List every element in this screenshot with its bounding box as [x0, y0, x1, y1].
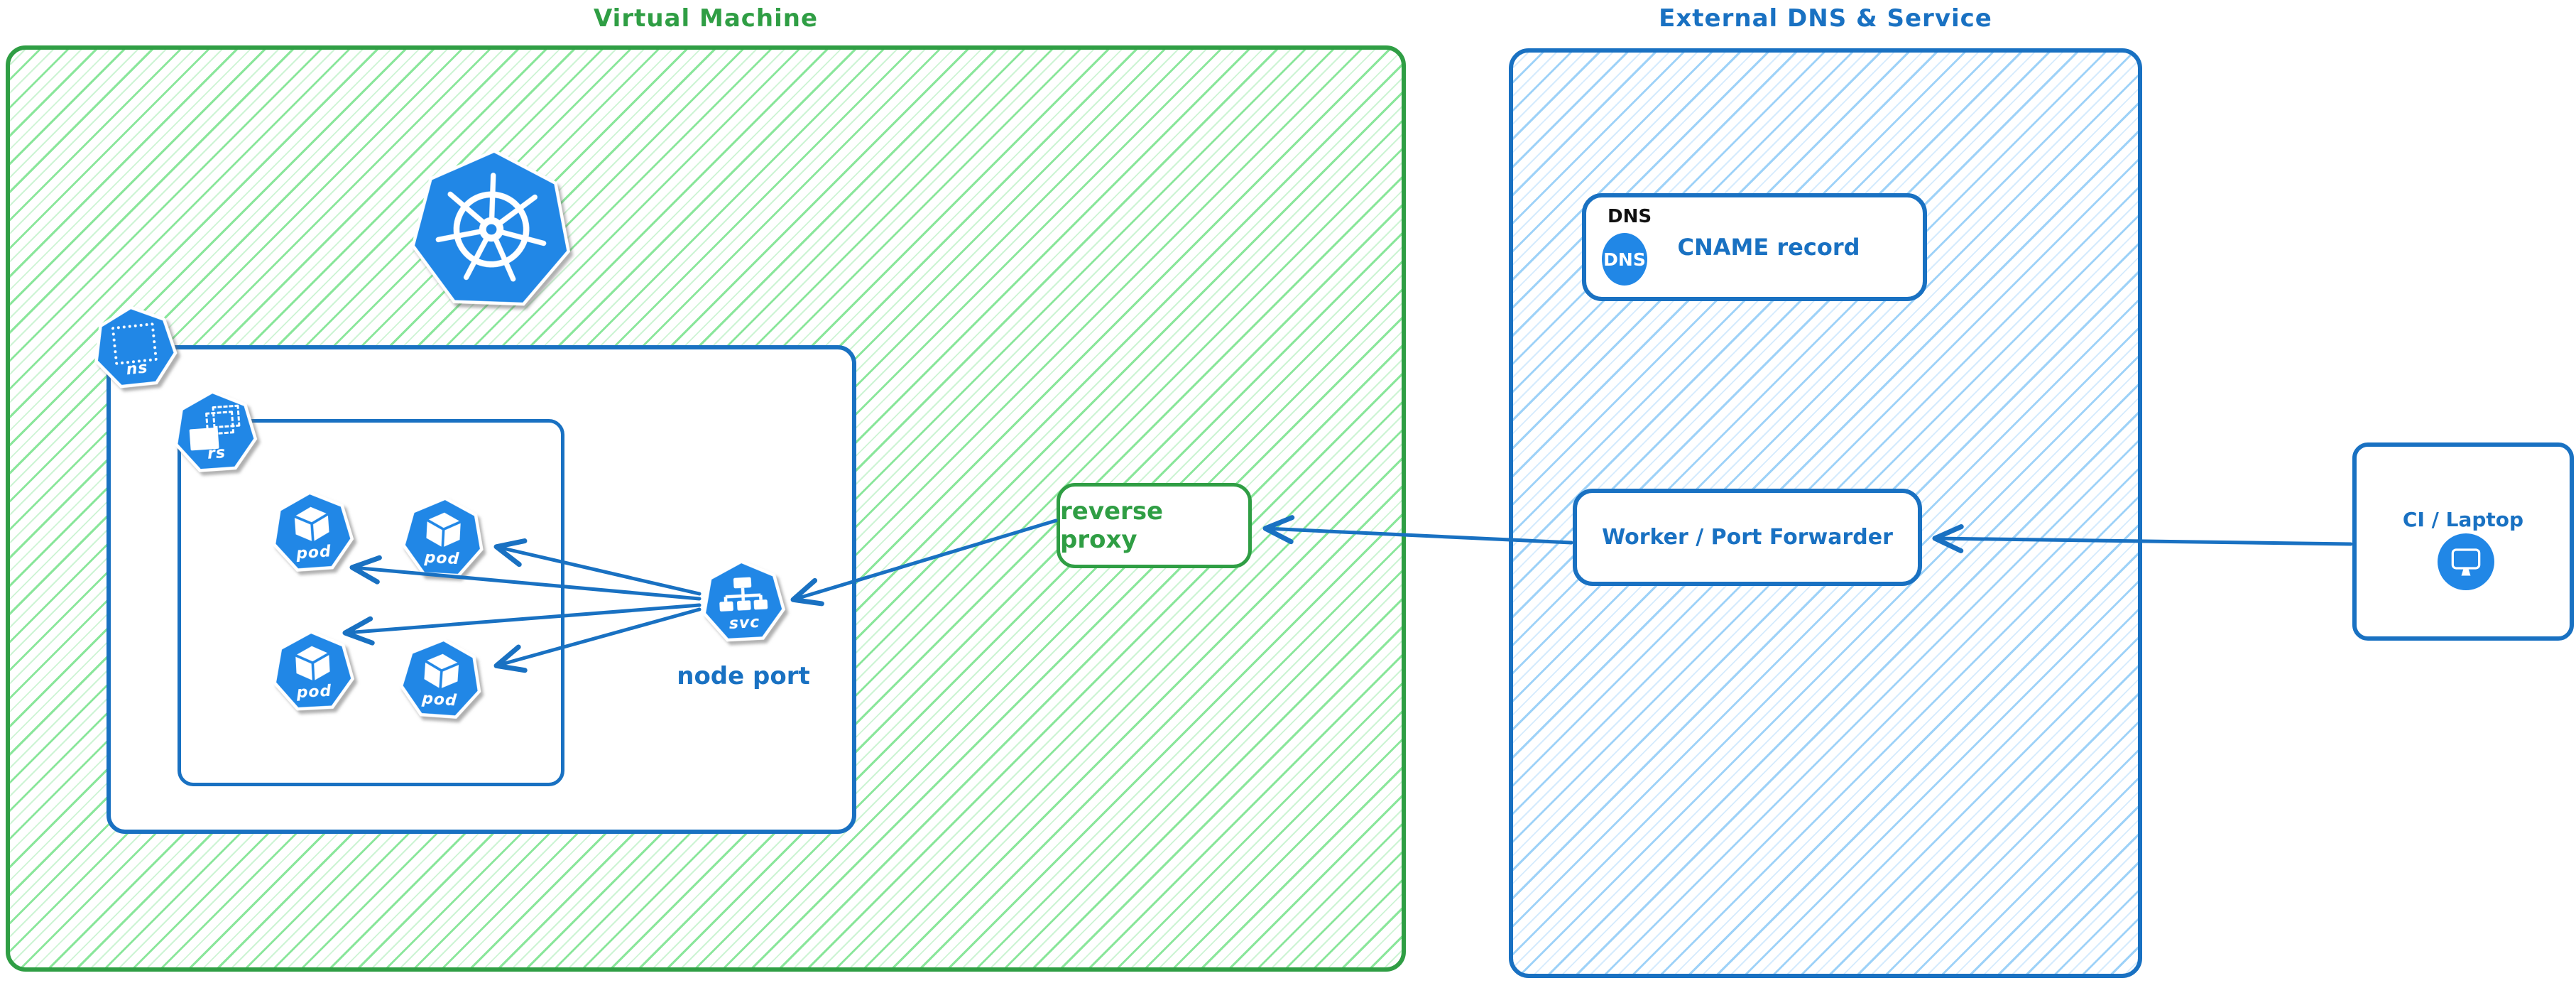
pod-icon-label: pod: [421, 690, 458, 710]
ci-laptop-label: CI / Laptop: [2402, 508, 2524, 531]
replicaset-box: [178, 419, 564, 786]
node-port-label: node port: [677, 662, 810, 690]
cname-record-label: CNAME record: [1677, 234, 1860, 261]
vm-group-title: Virtual Machine: [593, 4, 819, 33]
dns-record-box: DNS DNS CNAME record: [1582, 193, 1927, 301]
service-icon: svc: [699, 558, 788, 647]
monitor-icon: [2438, 533, 2494, 590]
reverse-proxy-box: reverse proxy: [1057, 483, 1252, 568]
replicaset-icon: rs: [170, 387, 261, 478]
dns-tag-label: DNS: [1608, 206, 1652, 227]
worker-port-forwarder-label: Worker / Port Forwarder: [1602, 525, 1893, 550]
kubernetes-logo-icon: [407, 146, 576, 315]
pod-icon-label: pod: [295, 543, 332, 563]
reverse-proxy-label: reverse proxy: [1060, 497, 1164, 554]
namespace-icon: ns: [88, 301, 182, 395]
replicaset-icon-label: rs: [207, 444, 227, 463]
namespace-icon-label: ns: [125, 359, 149, 379]
service-icon-label: svc: [728, 613, 760, 634]
pod-icon-label: pod: [296, 682, 332, 702]
pod-icon-label: pod: [424, 548, 460, 569]
dns-badge-icon: DNS: [1602, 233, 1647, 286]
pod-icon: pod: [396, 635, 486, 724]
pod-icon: pod: [399, 494, 487, 582]
external-group-title: External DNS & Service: [1659, 4, 1992, 33]
pod-icon: pod: [269, 628, 357, 716]
worker-port-forwarder-box: Worker / Port Forwarder: [1573, 489, 1922, 586]
ci-laptop-box: CI / Laptop: [2352, 442, 2574, 641]
pod-icon: pod: [268, 488, 357, 577]
